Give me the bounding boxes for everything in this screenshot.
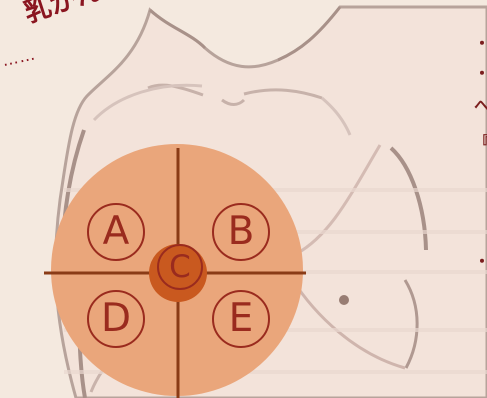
edge-text-4: 『: [474, 134, 487, 152]
edge-text-1: ・: [474, 35, 487, 53]
edge-text-2: ・: [474, 65, 487, 83]
quadrant-b-label: B: [212, 203, 270, 261]
edge-text-5: ・: [474, 253, 487, 271]
edge-text-3: へ: [474, 96, 487, 115]
ellipsis-dots: ……: [0, 44, 38, 71]
quadrant-d-label: D: [87, 290, 145, 348]
quadrant-e-label: E: [212, 290, 270, 348]
quadrant-a-label: A: [87, 203, 145, 261]
quadrant-c-label: C: [157, 244, 203, 290]
nipple-mark: [339, 295, 349, 305]
